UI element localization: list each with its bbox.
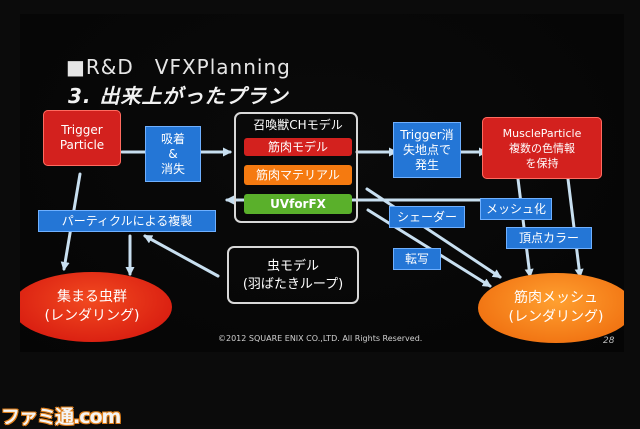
node-swarm-render: 集まる虫群 (レンダリング) <box>20 272 172 342</box>
famitsu-watermark-logo: ファミ通.com <box>1 406 121 428</box>
label-particle-copy: パーティクルによる複製 <box>38 210 216 232</box>
node-muscle-particle: MuscleParticle 複数の色情報 を保持 <box>482 117 602 179</box>
node-muscle-mesh-render: 筋肉メッシュ (レンダリング) <box>478 273 624 343</box>
label-shader: シェーダー <box>389 206 465 228</box>
label-mesh-convert: メッシュ化 <box>480 198 552 220</box>
slide-subtitle: 3. 出来上がったプラン <box>68 84 289 108</box>
node-uvforfx: UVforFX <box>244 194 352 214</box>
node-summon-model: 召喚獣CHモデル <box>253 118 343 132</box>
arrow-material-to-mesh <box>365 187 502 279</box>
node-muscle-model: 筋肉モデル <box>244 138 352 156</box>
page-number: 28 <box>603 336 615 346</box>
node-trigger-particle: Trigger Particle <box>43 110 121 166</box>
node-bug-model-frame <box>227 246 359 304</box>
copyright-text: ©2012 SQUARE ENIX CO.,LTD. All Rights Re… <box>218 334 423 343</box>
summon-model-frame <box>234 112 358 223</box>
label-transfer: 転写 <box>393 248 441 270</box>
label-vertex-color: 頂点カラー <box>506 227 592 249</box>
node-muscle-material: 筋肉マテリアル <box>244 165 352 185</box>
presentation-slide: ■R&D VFXPlanning 3. 出来上がったプラン Trigger Pa… <box>20 14 624 352</box>
arrow-bugmodel-to-copy <box>143 234 220 278</box>
slide-title: ■R&D VFXPlanning <box>66 55 291 79</box>
node-adsorb-vanish: 吸着 & 消失 <box>145 126 201 182</box>
node-trigger-vanish-point: Trigger消 失地点で 発生 <box>393 122 461 178</box>
node-bug-model: 虫モデル (羽ばたきループ) <box>242 259 344 292</box>
